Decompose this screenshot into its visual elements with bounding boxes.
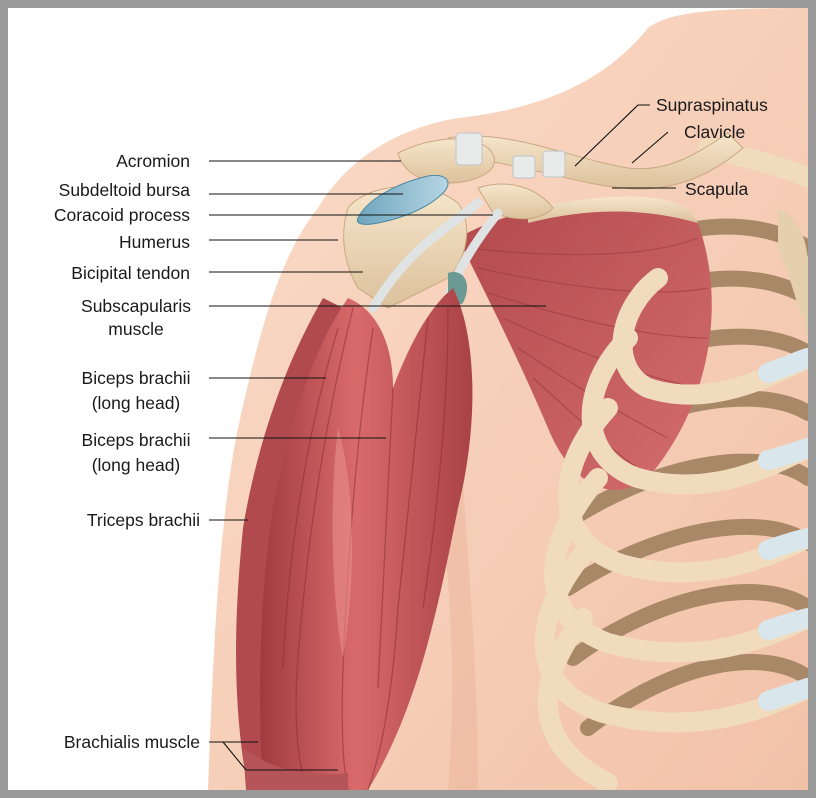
illustration-frame: Acromion Subdeltoid bursa Coracoid proce… [8,8,808,790]
label-subscapularis-line2: muscle [66,318,206,340]
label-acromion: Acromion [116,150,190,172]
label-brachialis-muscle: Brachialis muscle [64,731,200,753]
label-clavicle: Clavicle [684,121,745,143]
label-coracoid-process: Coracoid process [54,204,190,226]
label-humerus: Humerus [119,231,190,253]
label-subscapularis-line1: Subscapularis [66,295,206,317]
label-subdeltoid-bursa: Subdeltoid bursa [59,179,190,201]
label-bicipital-tendon: Bicipital tendon [71,262,190,284]
label-biceps-long-head-2-line2: (long head) [66,454,206,476]
label-scapula: Scapula [685,178,748,200]
label-supraspinatus: Supraspinatus [656,94,768,116]
label-biceps-long-head-1-line2: (long head) [66,392,206,414]
label-biceps-long-head-2-line1: Biceps brachii [66,429,206,451]
label-biceps-long-head-1-line1: Biceps brachii [66,367,206,389]
label-triceps-brachii: Triceps brachii [87,509,200,531]
